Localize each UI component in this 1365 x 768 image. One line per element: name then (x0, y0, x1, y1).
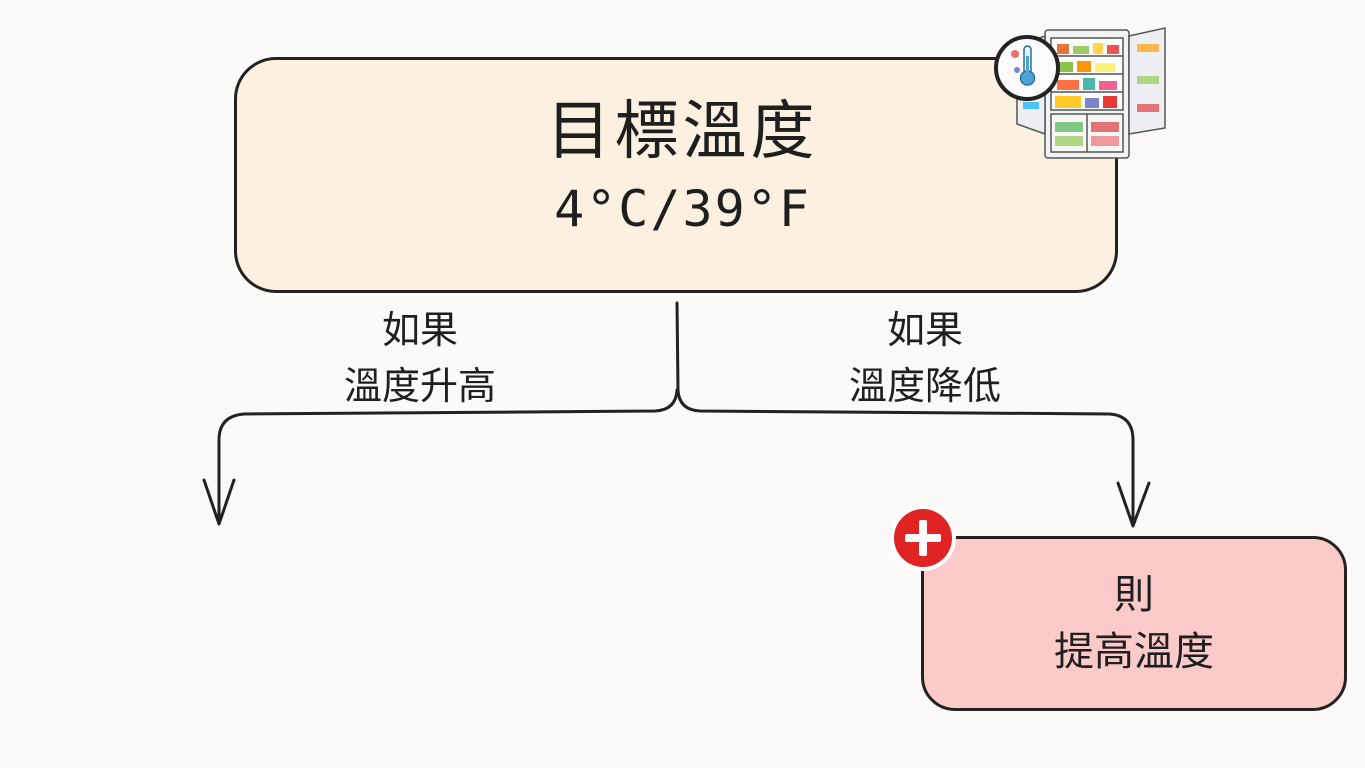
branch-condition-text: 溫度升高 (343, 364, 496, 408)
branch-condition-word: 如果 (886, 308, 963, 352)
target-title: 目標溫度 (546, 95, 819, 169)
branch-condition-text: 溫度降低 (848, 364, 1001, 408)
increase-temperature-box (921, 536, 1347, 711)
branch-temperature-rise-label: 如果 溫度升高 (320, 302, 520, 414)
trunk-line (675, 301, 1135, 526)
plus-icon (890, 505, 956, 571)
left-branch-line (217, 388, 679, 525)
branch-temperature-drop-label: 如果 溫度降低 (825, 302, 1025, 414)
action-then-word: 則 (1114, 572, 1154, 618)
left-arrow-head (202, 478, 236, 526)
target-temperature-box (234, 57, 1118, 293)
action-text: 提高溫度 (1054, 629, 1214, 675)
refrigerator-thermometer-icon (994, 27, 1166, 159)
right-arrow-head (1116, 481, 1151, 528)
target-value: 4°C/39°F (554, 180, 811, 238)
branch-condition-word: 如果 (381, 308, 458, 352)
